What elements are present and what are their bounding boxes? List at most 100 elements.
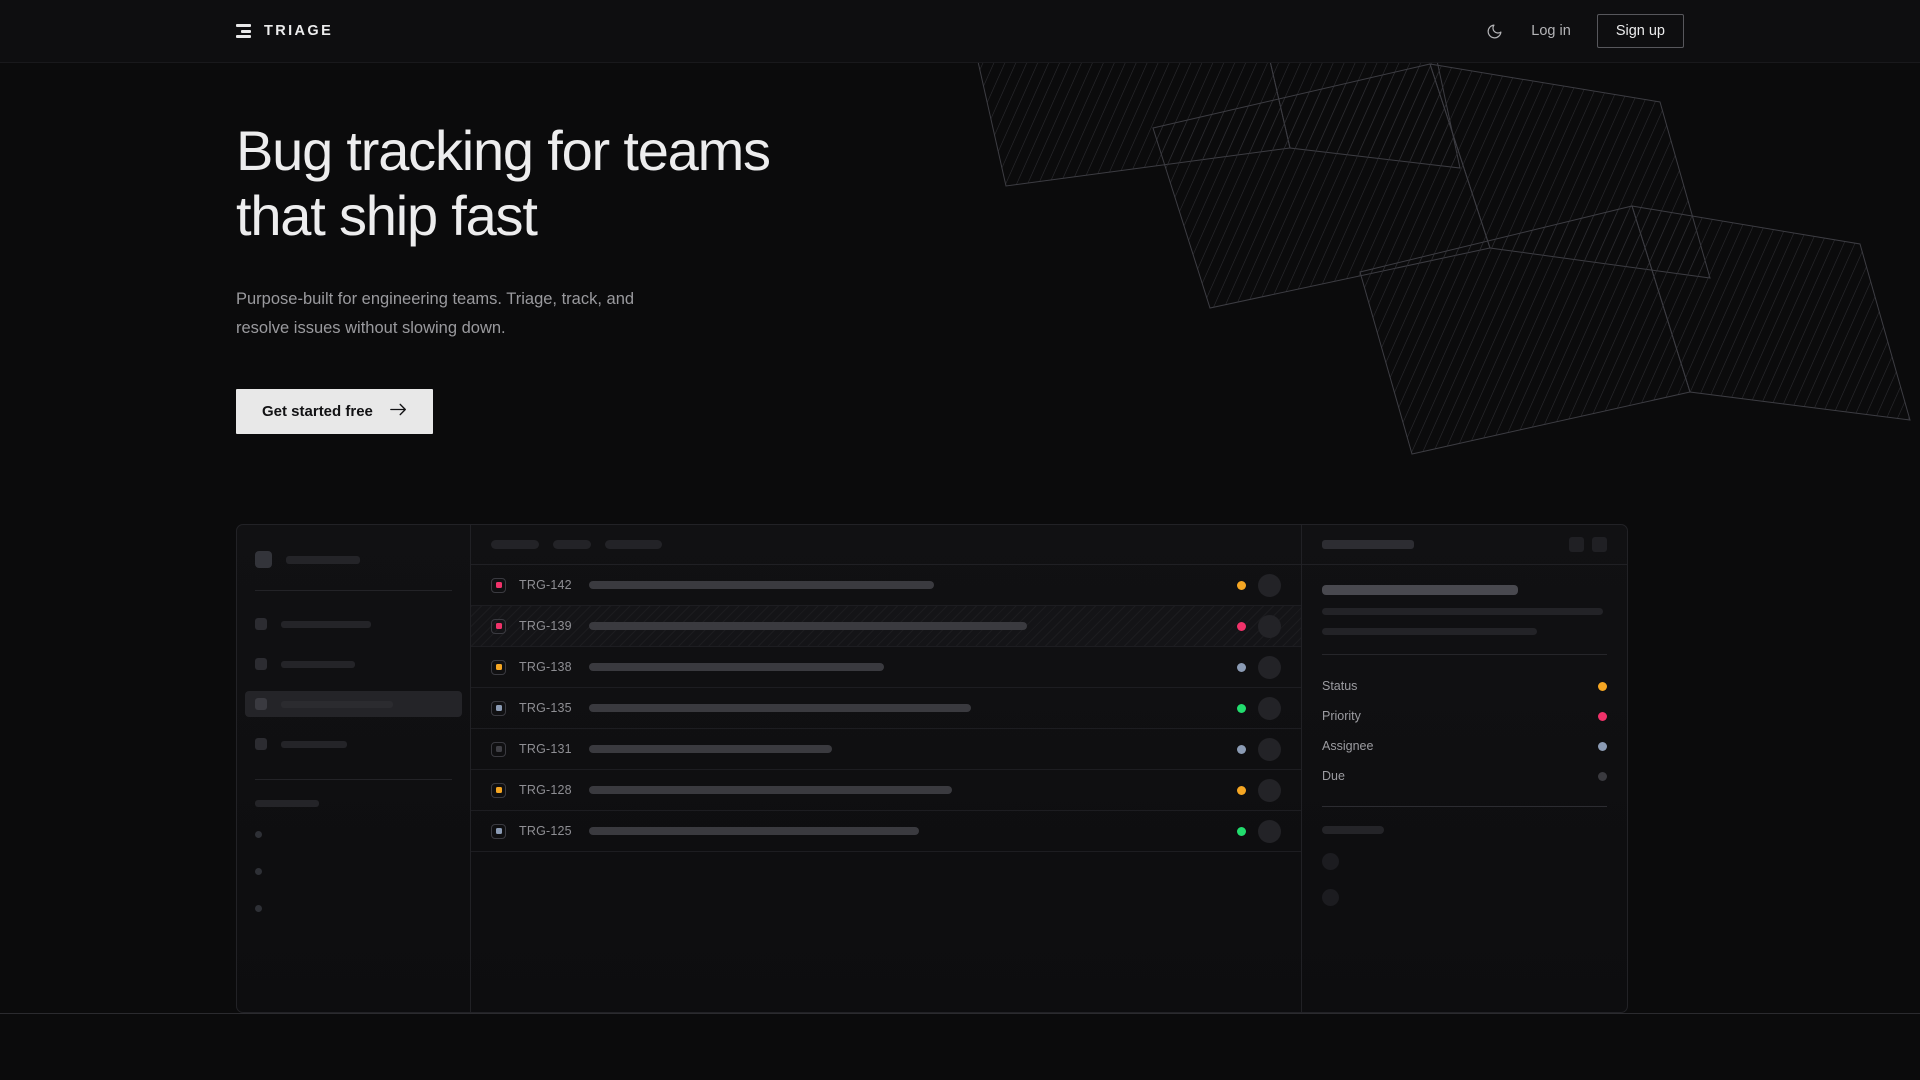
row-meta xyxy=(1237,573,1281,597)
sidebar-section-label xyxy=(255,800,319,807)
sidebar-item-label xyxy=(281,700,393,708)
avatar xyxy=(1258,614,1281,638)
filter-pill-1[interactable] xyxy=(553,540,591,549)
detail-title-placeholder xyxy=(1322,585,1518,595)
page-title: Bug tracking for teams that ship fast xyxy=(236,118,771,248)
meta-label: Assignee xyxy=(1322,739,1374,753)
meta-value-dot xyxy=(1598,741,1607,751)
avatar xyxy=(1258,737,1281,761)
issue-title-placeholder xyxy=(589,827,919,835)
table-row[interactable]: TRG-139 xyxy=(471,606,1301,647)
workspace-avatar xyxy=(255,551,272,568)
list-toolbar xyxy=(471,525,1301,565)
site-header: TRIAGE Log in Sign up xyxy=(0,0,1920,63)
sidebar-divider xyxy=(255,590,452,591)
get-started-button[interactable]: Get started free xyxy=(236,389,433,434)
issue-id: TRG-139 xyxy=(519,619,572,633)
detail-action-buttons[interactable] xyxy=(1569,537,1607,552)
table-row[interactable]: TRG-131 xyxy=(471,729,1301,770)
status-dot xyxy=(1237,744,1246,754)
brand-name: TRIAGE xyxy=(264,23,334,39)
issue-title-placeholder xyxy=(589,581,934,589)
status-dot xyxy=(1237,580,1246,590)
section-divider xyxy=(0,1013,1920,1014)
row-meta xyxy=(1237,696,1281,720)
filter-pill-2[interactable] xyxy=(605,540,662,549)
status-dot xyxy=(1237,826,1246,836)
row-meta xyxy=(1237,778,1281,802)
sidebar-item-label xyxy=(281,620,371,628)
priority-indicator-icon xyxy=(491,741,506,757)
avatar xyxy=(1258,819,1281,843)
login-link[interactable]: Log in xyxy=(1531,23,1571,39)
avatar xyxy=(1258,573,1281,597)
sidebar-item-label xyxy=(281,740,347,748)
priority-indicator-icon xyxy=(491,618,506,634)
meta-row-priority[interactable]: Priority xyxy=(1322,701,1607,731)
meta-label: Priority xyxy=(1322,709,1361,723)
detail-action-button-1[interactable] xyxy=(1592,537,1607,552)
detail-footer-divider xyxy=(1322,806,1607,807)
brand-logo[interactable]: TRIAGE xyxy=(236,23,333,39)
issue-id: TRG-128 xyxy=(519,783,572,797)
meta-value-dot xyxy=(1598,681,1607,691)
sidebar-sub-item-2[interactable] xyxy=(255,895,452,921)
sidebar-item-icon xyxy=(255,738,267,750)
meta-row-status[interactable]: Status xyxy=(1322,671,1607,701)
issue-id: TRG-131 xyxy=(519,742,572,756)
sidebar-item-0[interactable] xyxy=(245,611,462,637)
meta-value-dot xyxy=(1598,711,1607,721)
issue-id: TRG-138 xyxy=(519,660,572,674)
row-meta xyxy=(1237,614,1281,638)
sidebar-item-2[interactable] xyxy=(245,691,462,717)
hero-section: Bug tracking for teams that ship fast Pu… xyxy=(236,118,771,434)
cta-label: Get started free xyxy=(262,403,373,420)
signup-button[interactable]: Sign up xyxy=(1596,14,1684,48)
table-row[interactable]: TRG-142 xyxy=(471,565,1301,606)
issue-title-placeholder xyxy=(589,622,1027,630)
status-dot xyxy=(1237,785,1246,795)
issue-id: TRG-142 xyxy=(519,578,572,592)
sidebar-item-1[interactable] xyxy=(245,651,462,677)
filter-pill-0[interactable] xyxy=(491,540,539,549)
detail-divider xyxy=(1322,654,1607,655)
meta-row-assignee[interactable]: Assignee xyxy=(1322,731,1607,761)
moon-icon[interactable] xyxy=(1483,20,1505,42)
row-meta xyxy=(1237,655,1281,679)
avatar xyxy=(1258,696,1281,720)
table-row[interactable]: TRG-138 xyxy=(471,647,1301,688)
row-meta xyxy=(1237,819,1281,843)
subtext-line-1: Purpose-built for engineering teams. Tri… xyxy=(236,290,635,308)
comment-avatar-1 xyxy=(1322,889,1339,906)
sidebar-sub-item-0[interactable] xyxy=(255,821,452,847)
workspace-switcher[interactable] xyxy=(255,525,452,568)
meta-value-dot xyxy=(1598,771,1607,781)
meta-label: Due xyxy=(1322,769,1345,783)
detail-description-placeholder xyxy=(1322,608,1607,635)
issue-title-placeholder xyxy=(589,704,971,712)
headline-line-2: that ship fast xyxy=(236,184,538,247)
comment-avatar-0 xyxy=(1322,853,1339,870)
decorative-striped-panels xyxy=(960,40,1920,510)
issue-title-placeholder xyxy=(589,786,952,794)
status-dot xyxy=(1237,703,1246,713)
table-row[interactable]: TRG-135 xyxy=(471,688,1301,729)
priority-indicator-icon xyxy=(491,700,506,716)
detail-desc-line-1 xyxy=(1322,628,1537,635)
arrow-right-icon xyxy=(390,403,407,420)
sidebar-sub-item-1[interactable] xyxy=(255,858,452,884)
issue-title-placeholder xyxy=(589,663,884,671)
meta-row-due[interactable]: Due xyxy=(1322,761,1607,791)
sidebar-item-label xyxy=(281,660,355,668)
detail-action-button-0[interactable] xyxy=(1569,537,1584,552)
sidebar-sub-dot xyxy=(255,830,262,838)
mock-sidebar xyxy=(237,525,471,1012)
sidebar-item-icon xyxy=(255,698,267,710)
table-row[interactable]: TRG-125 xyxy=(471,811,1301,852)
table-row[interactable]: TRG-128 xyxy=(471,770,1301,811)
sidebar-item-3[interactable] xyxy=(245,731,462,757)
